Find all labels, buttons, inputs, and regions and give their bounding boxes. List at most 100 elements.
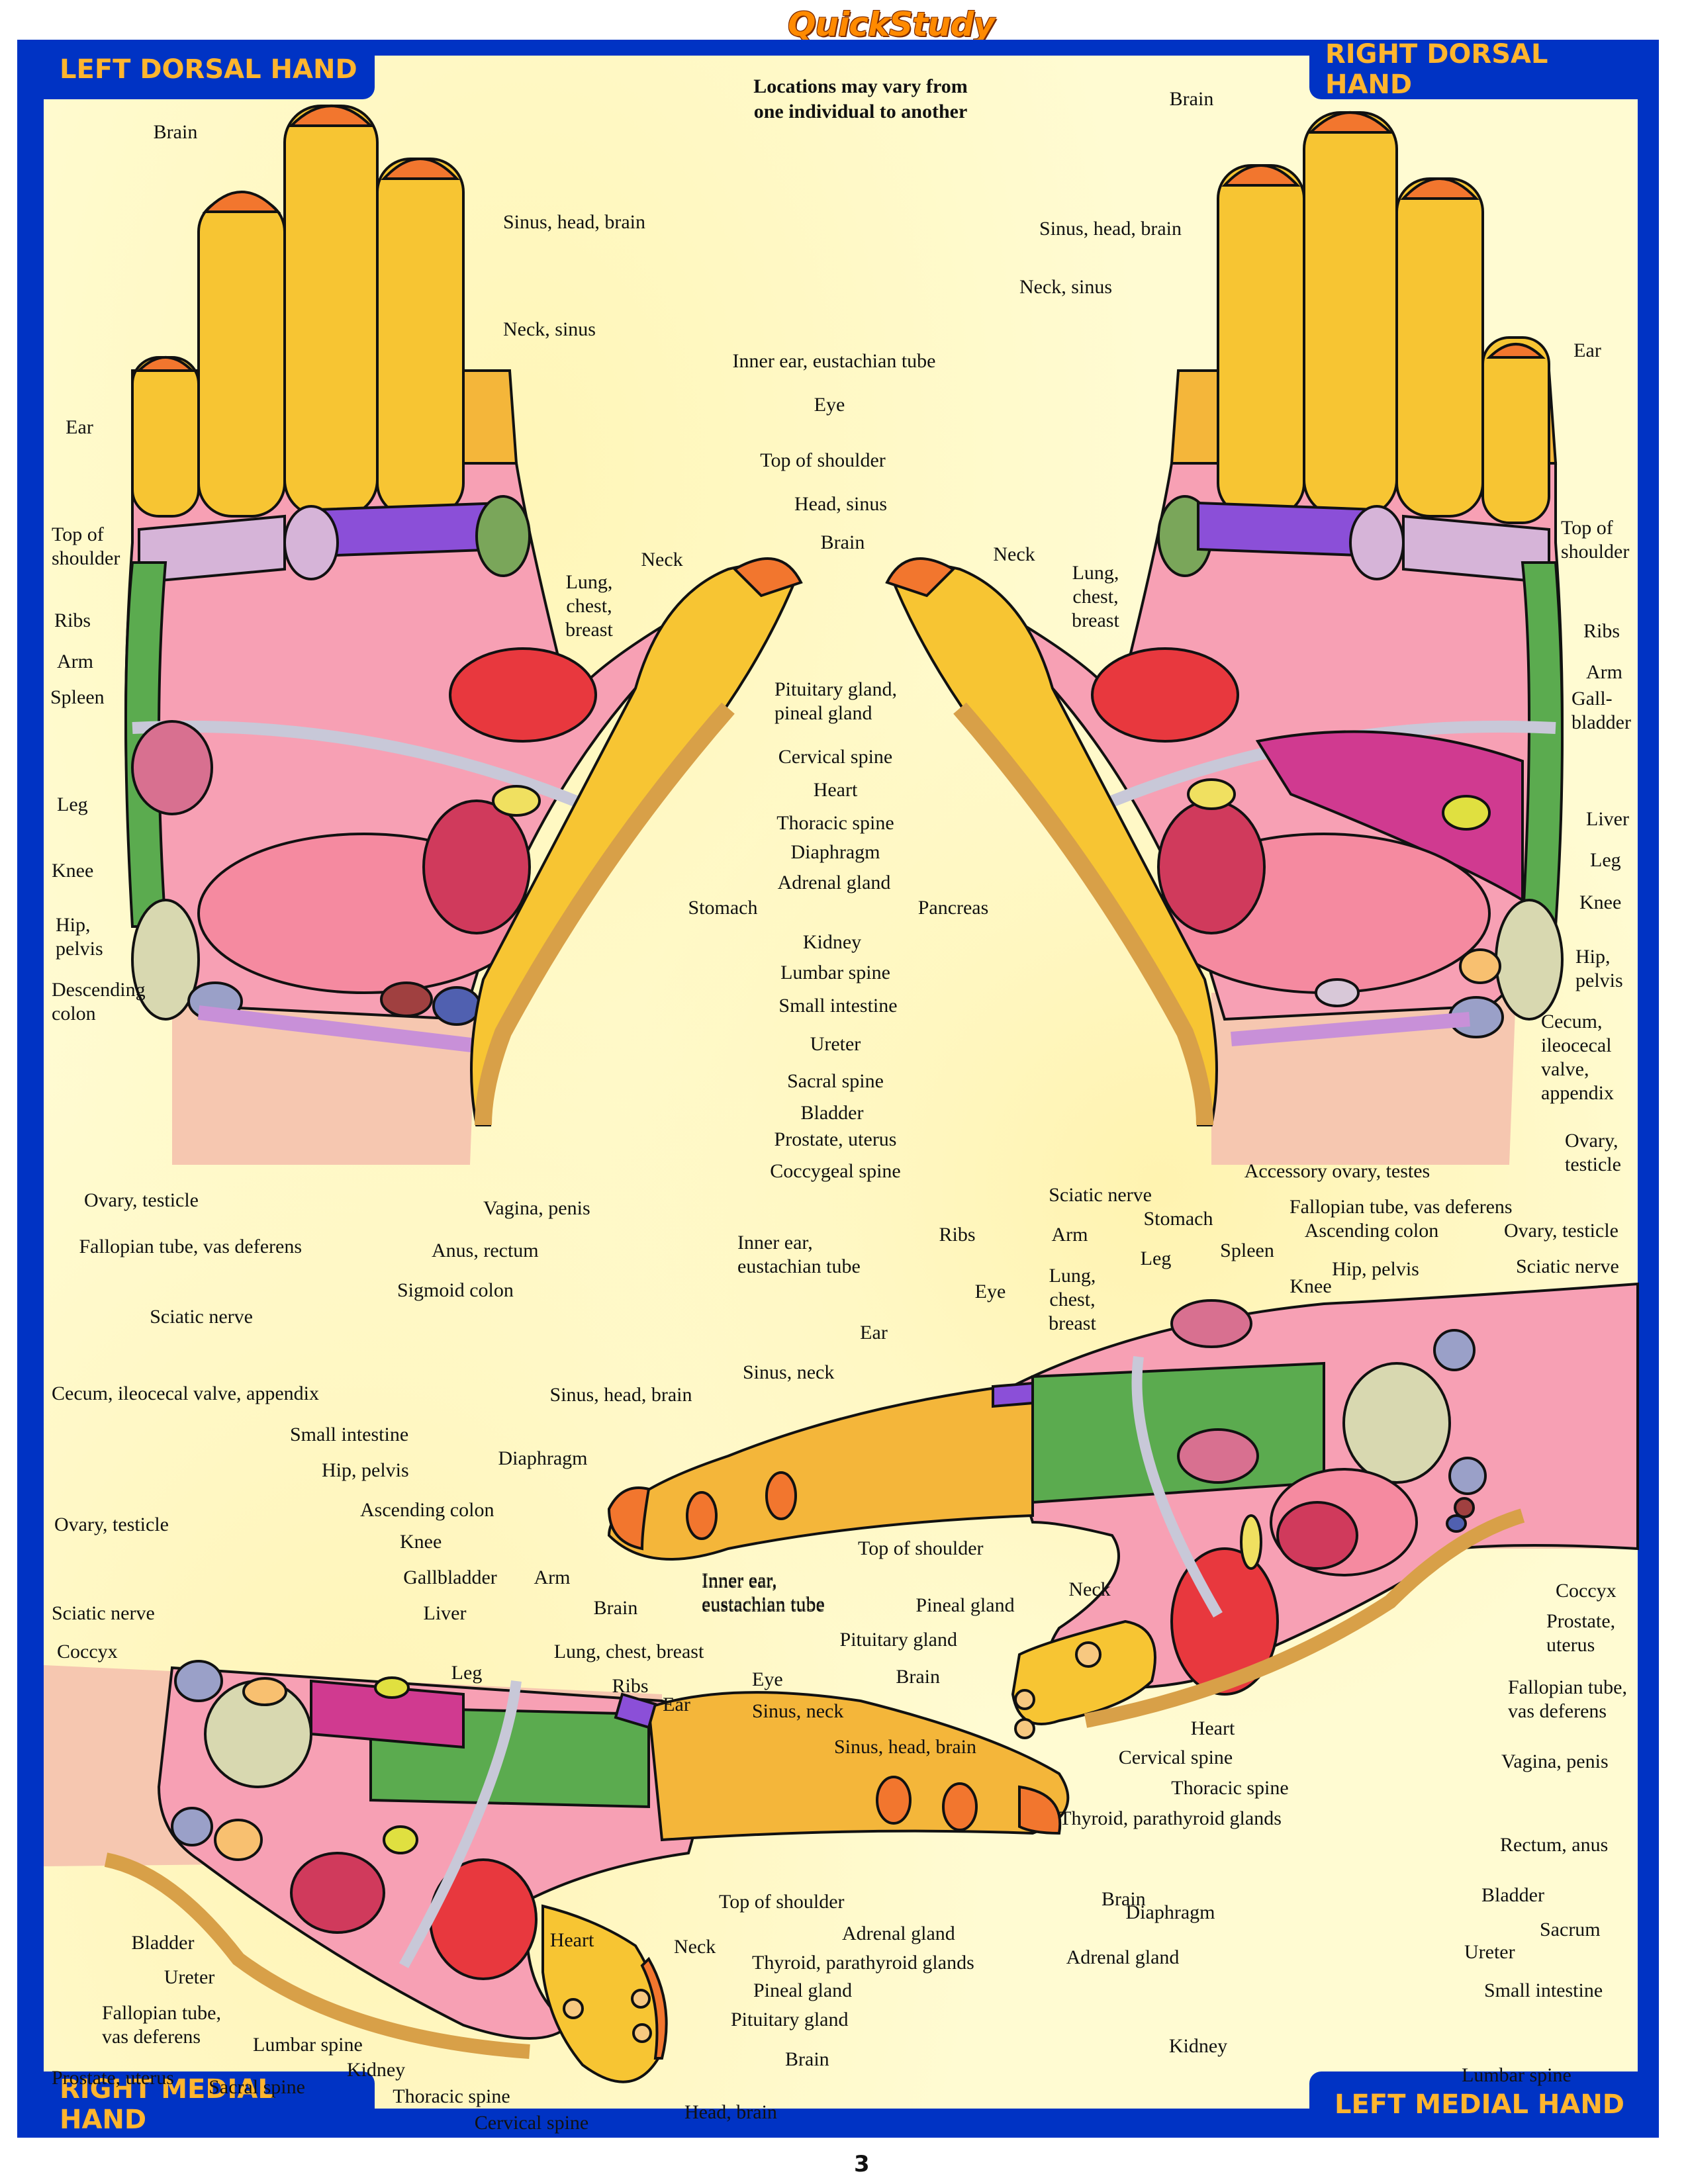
left-medial-green-band <box>1031 1361 1325 1504</box>
left-dorsal-label-knee: Knee <box>52 860 94 882</box>
center-label-kidney: Kidney <box>802 931 862 953</box>
right-medial-label-sinus-neck: Sinus, neck <box>752 1700 844 1722</box>
left-dorsal-label-top-of-shoulder: Top of shoulder <box>52 523 120 569</box>
right-dorsal-accessory-ovary <box>1315 978 1360 1007</box>
left-dorsal-label-ear: Ear <box>66 416 93 438</box>
right-medial-label-lung-chest-breast: Lung, chest, breast <box>553 1641 704 1662</box>
right-medial-label-neck: Neck <box>674 1936 716 1958</box>
right-medial-label-adrenal-gland: Adrenal gland <box>842 1923 955 1944</box>
left-medial-label-eye: Eye <box>974 1281 1006 1302</box>
left-dorsal-label-fallopian-tube-vas-deferens: Fallopian tube, vas deferens <box>79 1236 302 1257</box>
left-medial-pineal <box>1014 1689 1035 1710</box>
left-medial-label-thoracic-spine: Thoracic spine <box>1171 1777 1289 1799</box>
left-dorsal-tip-middle <box>288 105 374 127</box>
right-dorsal-fallopian <box>1231 1012 1470 1046</box>
right-medial-label-sciatic-nerve: Sciatic nerve <box>52 1602 155 1624</box>
left-medial-label-ascending-colon: Ascending colon <box>1304 1220 1439 1242</box>
center-label-top-of-shoulder: Top of shoulder <box>760 449 886 471</box>
left-medial-label-kidney: Kidney <box>1168 2035 1228 2057</box>
left-dorsal-tip-pinky <box>136 356 195 372</box>
center-label-lumbar-spine: Lumbar spine <box>780 962 890 983</box>
left-medial-label-leg: Leg <box>1140 1248 1172 1269</box>
right-dorsal-gallbladder <box>1442 795 1491 831</box>
left-dorsal-hand <box>124 105 803 1165</box>
left-dorsal-label-descending-colon: Descending colon <box>52 979 146 1024</box>
right-dorsal-hip <box>1495 899 1564 1021</box>
right-medial-kidney <box>290 1852 385 1934</box>
left-medial-label-ureter: Ureter <box>1464 1941 1515 1963</box>
quickstudy-logo: QuickStudy <box>788 5 995 44</box>
center-label-eye: Eye <box>814 394 845 416</box>
right-dorsal-tip-ring <box>1400 177 1479 200</box>
right-medial-label-cervical-spine: Cervical spine <box>474 2112 589 2134</box>
left-medial-label-spleen: Spleen <box>1220 1240 1274 1261</box>
left-medial-label-vagina-penis: Vagina, penis <box>1501 1751 1609 1772</box>
left-medial-eye-band <box>992 1381 1034 1408</box>
right-medial-label-cecum-ileocecal-valve-appendix: Cecum, ileocecal valve, appendix <box>52 1383 319 1404</box>
right-dorsal-adrenal <box>1187 778 1236 810</box>
right-medial-label-inner-ear-eustachian-tube: Inner ear, eustachian tube <box>702 1570 825 1616</box>
right-medial-label-head-brain: Head, brain <box>684 2101 777 2123</box>
right-medial-label-small-intestine: Small intestine <box>290 1424 409 1445</box>
left-dorsal-heart <box>449 647 597 743</box>
left-medial-pituitary <box>1014 1718 1035 1739</box>
title-left-medial-hand: LEFT MEDIAL HAND <box>1309 2071 1659 2138</box>
right-medial-label-hip-pelvis: Hip, pelvis <box>322 1459 409 1481</box>
left-dorsal-inner-ear <box>283 505 339 580</box>
right-medial-label-ovary-testicle: Ovary, testicle <box>54 1514 169 1535</box>
right-medial-label-brain: Brain <box>593 1597 638 1619</box>
right-medial-label-diaphragm: Diaphragm <box>498 1447 588 1469</box>
right-medial-label-heart: Heart <box>549 1929 594 1951</box>
right-medial-label-thoracic-spine: Thoracic spine <box>393 2085 510 2107</box>
left-dorsal-label-ovary-testicle: Ovary, testicle <box>84 1189 199 1211</box>
left-dorsal-label-leg: Leg <box>57 794 88 815</box>
left-medial-hand <box>607 1282 1639 1739</box>
left-medial-label-sacrum: Sacrum <box>1540 1919 1601 1940</box>
left-medial-vagina <box>1446 1514 1467 1533</box>
center-label-cervical-spine: Cervical spine <box>778 746 893 768</box>
left-medial-rectum <box>1454 1497 1475 1518</box>
right-dorsal-thumb-tip <box>885 557 956 598</box>
left-medial-kidney <box>1276 1501 1358 1570</box>
center-label-ureter: Ureter <box>810 1033 861 1055</box>
left-medial-thumb <box>1011 1619 1156 1725</box>
left-medial-label-top-of-shoulder: Top of shoulder <box>858 1537 984 1559</box>
left-medial-finger-tip-3 <box>765 1471 797 1520</box>
left-dorsal-finger-pinky <box>131 356 200 518</box>
left-medial-label-adrenal-gland: Adrenal gland <box>1066 1946 1180 1968</box>
right-dorsal-inner-ear <box>1349 505 1405 580</box>
left-medial-diaphragm <box>1131 1355 1223 1618</box>
left-medial-label-prostate-uterus: Prostate, uterus <box>1546 1610 1616 1656</box>
center-label-stomach: Stomach <box>688 897 758 919</box>
left-dorsal-label-sciatic-nerve: Sciatic nerve <box>150 1306 253 1328</box>
right-medial-cecum <box>242 1677 287 1706</box>
left-dorsal-anus <box>380 981 433 1017</box>
right-medial-label-ear: Ear <box>663 1694 690 1715</box>
left-medial-label-arm: Arm <box>1051 1224 1088 1246</box>
left-medial-label-fallopian-tube-vas-deferens: Fallopian tube, vas deferens <box>1508 1676 1627 1722</box>
left-medial-label-thyroid-parathyroid-glands: Thyroid, parathyroid glands <box>1059 1807 1282 1829</box>
left-medial-label-brain: Brain <box>896 1666 940 1688</box>
left-dorsal-label-lung-chest-breast: Lung, chest, breast <box>565 571 613 641</box>
right-dorsal-label-ribs: Ribs <box>1583 620 1620 642</box>
left-medial-label-heart: Heart <box>1190 1717 1235 1739</box>
right-medial-hand <box>44 1660 1070 2083</box>
right-medial-thumb-tip <box>640 1956 668 2060</box>
center-label-bladder: Bladder <box>800 1102 864 1124</box>
right-medial-label-kidney: Kidney <box>346 2059 406 2081</box>
left-medial-ovary-2 <box>1448 1457 1487 1495</box>
right-medial-label-lumbar-spine: Lumbar spine <box>253 2034 363 2056</box>
right-medial-cecum-2 <box>214 1819 263 1861</box>
left-dorsal-label-brain: Brain <box>153 121 198 143</box>
right-medial-label-gallbladder: Gallbladder <box>403 1567 497 1588</box>
right-dorsal-label-ear: Ear <box>1573 340 1601 361</box>
left-medial-adrenal <box>1240 1514 1262 1570</box>
left-medial-hip <box>1342 1362 1451 1484</box>
left-medial-label-rectum-anus: Rectum, anus <box>1500 1834 1609 1856</box>
left-medial-label-lung-chest-breast: Lung, chest, breast <box>1049 1265 1096 1334</box>
left-medial-label-cervical-spine: Cervical spine <box>1118 1747 1233 1768</box>
variation-note: Locations may vary from one individual t… <box>753 75 968 122</box>
right-dorsal-heart <box>1091 647 1239 743</box>
left-medial-label-ovary-testicle: Ovary, testicle <box>1504 1220 1618 1242</box>
right-medial-label-sinus-head-brain: Sinus, head, brain <box>834 1736 976 1758</box>
